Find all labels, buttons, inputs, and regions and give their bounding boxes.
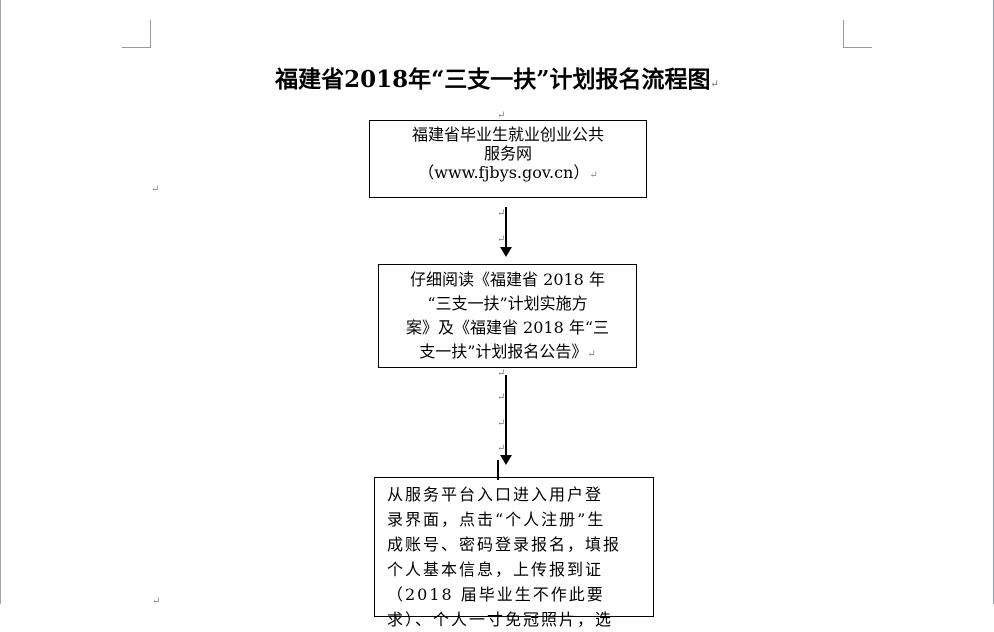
paragraph-mark: ↵ [152, 596, 161, 607]
paragraph-mark: ↵ [710, 79, 719, 90]
document-title[interactable]: 福建省2018年“三支一扶”计划报名流程图↵ [275, 66, 719, 93]
box-line: “三支一扶”计划实施方 [427, 294, 588, 313]
paragraph-mark: ↵ [497, 208, 506, 219]
margin-corner-mark [843, 20, 872, 48]
paragraph-mark: ↵ [497, 368, 506, 379]
box-line: 支一扶”计划报名公告》↵ [419, 342, 596, 361]
paragraph-mark: ↵ [497, 418, 506, 429]
arrow-down [500, 375, 512, 465]
margin-corner-mark [122, 20, 151, 48]
arrow-down [500, 207, 512, 257]
page-left-edge [0, 0, 1, 604]
paragraph-mark: ↵ [497, 392, 506, 403]
box-line: 从服务平台入口进入用户登 [387, 485, 604, 504]
flow-box-register[interactable]: 从服务平台入口进入用户登 录界面，点击“个人注册”生 成账号、密码登录报名，填报… [374, 477, 654, 629]
paragraph-mark: ↵ [151, 184, 160, 195]
flow-box-read-announcement[interactable]: 仔细阅读《福建省 2018 年 “三支一扶”计划实施方 案》及《福建省 2018… [378, 264, 637, 368]
box-line: （www.fjbys.gov.cn）↵ [418, 163, 598, 182]
flow-box-service-website[interactable]: 福建省毕业生就业创业公共 服务网 （www.fjbys.gov.cn）↵ [369, 120, 647, 198]
box-line: 个人基本信息，上传报到证 [387, 560, 604, 579]
paragraph-mark: ↵ [497, 234, 506, 245]
box-line: （2018 届毕业生不作此要 [387, 585, 605, 604]
box-line: 求）、个人一寸免冠照片，选 [387, 610, 614, 629]
text-cursor [497, 460, 499, 480]
box-line: 福建省毕业生就业创业公共 [411, 125, 604, 144]
box-line: 成账号、密码登录报名，填报 [387, 535, 622, 554]
paragraph-mark: ↵ [497, 443, 506, 454]
paragraph-mark: ↵ [497, 110, 506, 121]
box-line: 仔细阅读《福建省 2018 年 [410, 270, 605, 289]
box-line: 案》及《福建省 2018 年“三 [405, 318, 610, 337]
box-line: 录界面，点击“个人注册”生 [387, 510, 606, 529]
box-line: 服务网 [483, 144, 532, 163]
